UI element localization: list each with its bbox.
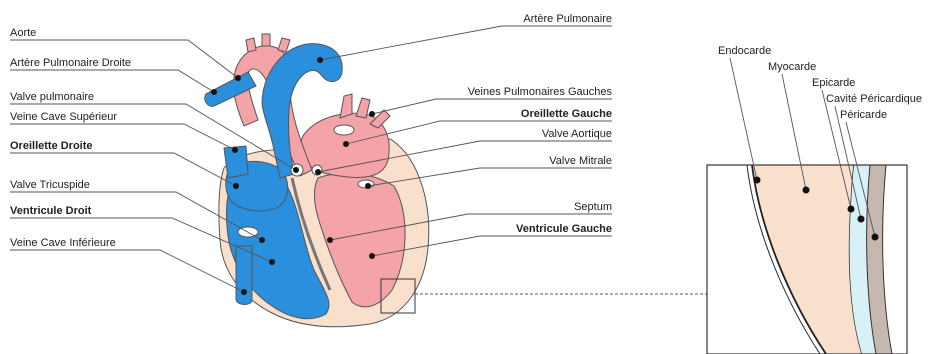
label-ventricule-gauche: Ventricule Gauche bbox=[516, 223, 612, 235]
label-valve-pulmonaire: Valve pulmonaire bbox=[10, 91, 94, 103]
label-veines-pulmonaires-gauches: Veines Pulmonaires Gauches bbox=[468, 86, 613, 98]
wall-detail-panel: Endocarde Myocarde Epicarde Cavité Péric… bbox=[707, 45, 922, 354]
label-valve-mitrale: Valve Mitrale bbox=[549, 155, 612, 167]
label-artere-pulmonaire-droite: Artère Pulmonaire Droite bbox=[10, 57, 131, 69]
label-artere-pulmonaire: Artère Pulmonaire bbox=[523, 13, 612, 25]
label-valve-aortique: Valve Aortique bbox=[542, 128, 612, 140]
label-oreillette-gauche: Oreillette Gauche bbox=[521, 108, 612, 120]
label-aorte: Aorte bbox=[10, 27, 36, 39]
label-epicarde: Epicarde bbox=[812, 77, 855, 89]
label-oreillette-droite: Oreillette Droite bbox=[10, 140, 93, 152]
label-veine-cave-superieur: Veine Cave Supérieur bbox=[10, 111, 117, 123]
label-valve-tricuspide: Valve Tricuspide bbox=[10, 179, 90, 191]
label-cavite-pericardique: Cavité Péricardique bbox=[826, 93, 922, 105]
label-endocarde: Endocarde bbox=[718, 45, 771, 57]
left-atrium-opening bbox=[334, 125, 354, 135]
label-ventricule-droit: Ventricule Droit bbox=[10, 205, 92, 217]
left-labels: Aorte Artère Pulmonaire Droite Valve pul… bbox=[10, 27, 131, 249]
label-veine-cave-inferieure: Veine Cave Inférieure bbox=[10, 237, 116, 249]
label-pericarde: Péricarde bbox=[840, 109, 887, 121]
inferior-vena-cava bbox=[236, 246, 252, 305]
label-myocarde: Myocarde bbox=[768, 61, 816, 73]
label-septum: Septum bbox=[574, 201, 612, 213]
right-labels: Artère Pulmonaire Veines Pulmonaires Gau… bbox=[468, 13, 613, 235]
